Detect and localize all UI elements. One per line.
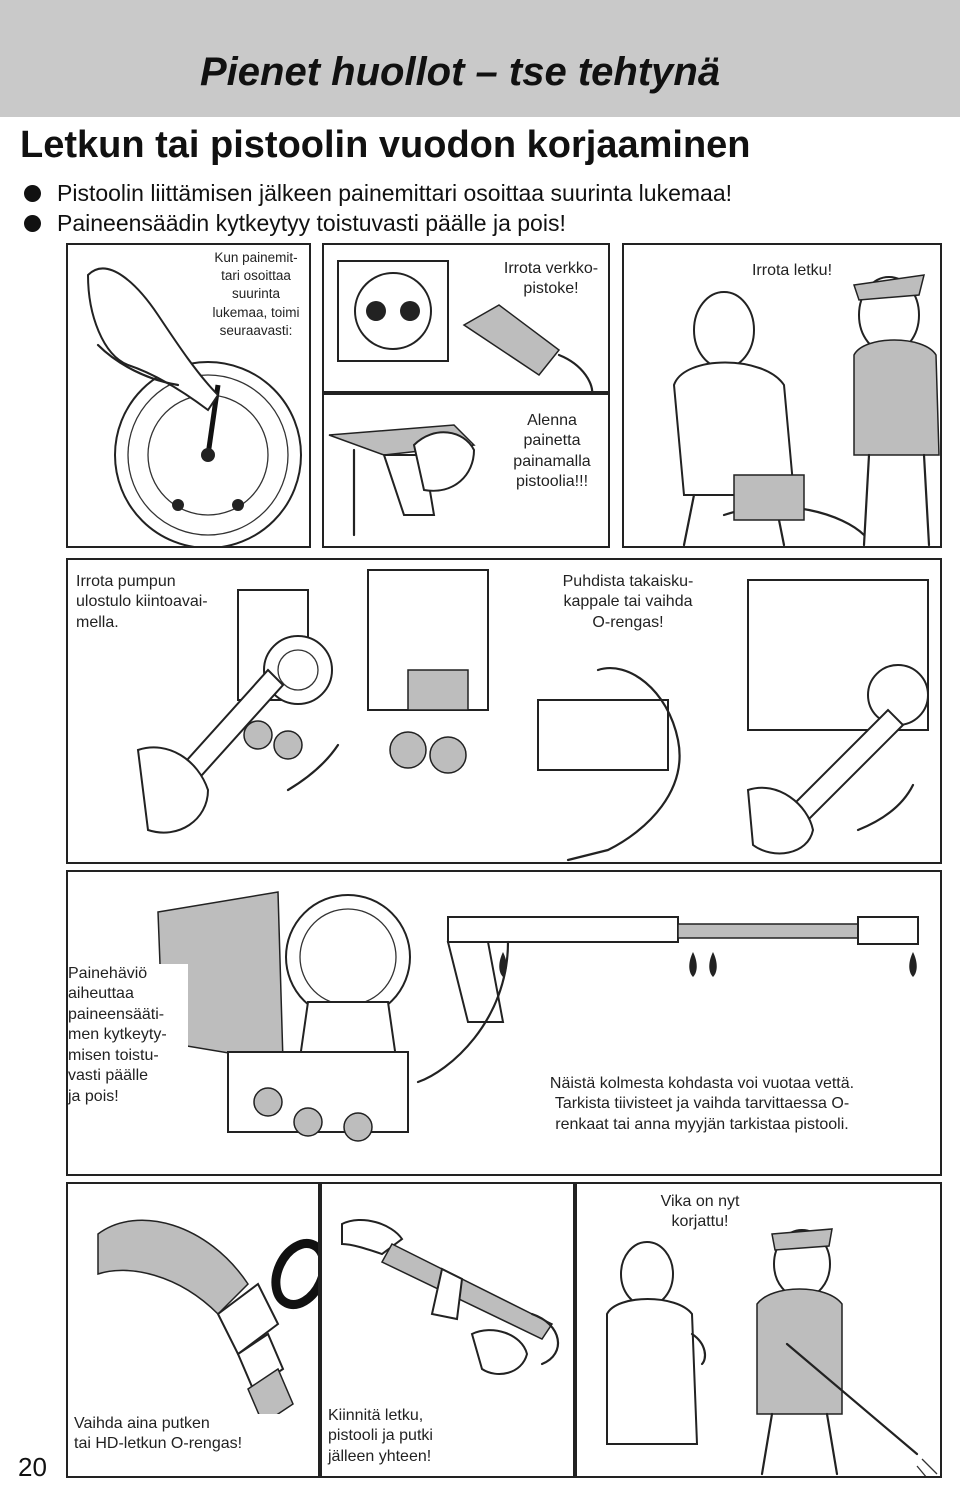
plug-socket-illustration: [337, 260, 594, 391]
spray-gun-hand-illustration: [328, 424, 476, 537]
panel-problem-fixed: Vika on nyt korjattu!: [575, 1182, 942, 1478]
two-men-illustration: [672, 274, 940, 546]
bullet-text: Pistoolin liittämisen jälkeen painemitta…: [57, 180, 733, 206]
panel-caption: Alenna painetta painamalla pistoolia!!!: [502, 411, 602, 493]
two-men-fixed-illustration: [606, 1228, 938, 1476]
regulator-leak-illustration: [157, 891, 919, 1142]
panel-pump-outlet: Irrota pumpun ulostulo kiintoavai- mella…: [66, 558, 942, 864]
panel-caption: Vaihda aina putken tai HD-letkun O-renga…: [74, 1414, 294, 1455]
pressure-gauge-illustration: [86, 267, 302, 546]
bullet-dot-icon: [24, 185, 41, 202]
bullet-item-2: Paineensäädin kytkeytyy toistuvasti pääl…: [24, 210, 566, 237]
bullet-item-1: Pistoolin liittämisen jälkeen painemitta…: [24, 180, 732, 207]
panel-pressure-gauge: Kun painemit- tari osoittaa suurinta luk…: [66, 243, 311, 548]
panel-replace-oring: Vaihda aina putken tai HD-letkun O-renga…: [66, 1182, 320, 1478]
header-band: [0, 0, 960, 117]
bullet-dot-icon: [24, 215, 41, 232]
panel-disconnect-hose: Irrota letku!: [622, 243, 942, 548]
page-number: 20: [18, 1452, 47, 1482]
panel-release-pressure: Alenna painetta painamalla pistoolia!!!: [322, 393, 610, 548]
pump-wrench-illustration: [136, 569, 929, 862]
panel-unplug: Irrota verkko- pistoke!: [322, 243, 610, 393]
panel-caption: Puhdista takaisku- kappale tai vaihda O-…: [543, 572, 713, 634]
panel-caption: Irrota pumpun ulostulo kiintoavai- mella…: [76, 572, 236, 634]
panel-reassemble: Kiinnitä letku, pistooli ja putki jällee…: [320, 1182, 575, 1478]
panel-caption: Kiinnitä letku, pistooli ja putki jällee…: [328, 1406, 458, 1468]
oring-pipe-illustration: [97, 1219, 318, 1426]
panel-caption: Irrota letku!: [742, 261, 842, 282]
panel-caption: Vika on nyt korjattu!: [645, 1192, 755, 1233]
panel-caption: Irrota verkko- pistoke!: [492, 259, 608, 300]
panel-pressure-regulator: Painehäviö aiheuttaa paineensääti- men k…: [66, 870, 942, 1176]
panel-caption: Näistä kolmesta kohdasta voi vuotaa vett…: [522, 1074, 882, 1136]
assemble-gun-illustration: [341, 1219, 560, 1375]
page-header-title: Pienet huollot – tse tehtynä: [200, 50, 721, 94]
panel-caption: Kun painemit- tari osoittaa suurinta luk…: [206, 249, 306, 341]
bullet-text: Paineensäädin kytkeytyy toistuvasti pääl…: [57, 210, 566, 236]
section-title: Letkun tai pistoolin vuodon korjaaminen: [20, 124, 751, 166]
panel-caption: Painehäviö aiheuttaa paineensääti- men k…: [68, 964, 188, 1108]
